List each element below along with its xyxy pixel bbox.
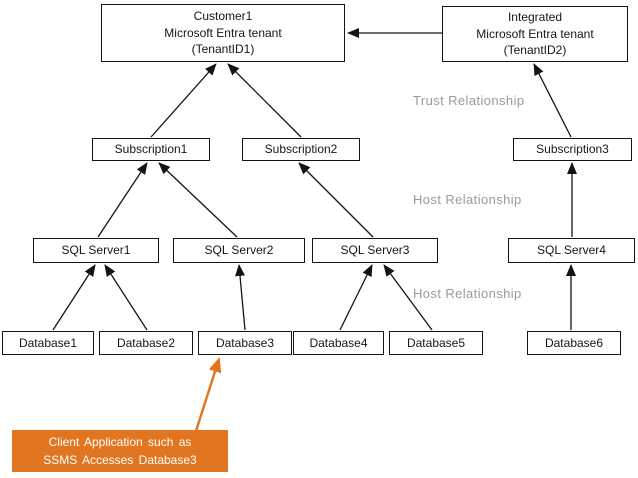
node-sqlserver3: SQL Server3	[312, 238, 438, 263]
node-tenant-customer1: Customer1 Microsoft Entra tenant (Tenant…	[101, 4, 345, 62]
node-subscription2: Subscription2	[242, 138, 360, 161]
tenant-integrated-line3: (TenantID2)	[503, 43, 567, 58]
node-sqlserver1: SQL Server1	[33, 238, 159, 263]
arrow-sqlserver3-to-subscription2	[298, 162, 374, 238]
node-tenant-integrated: Integrated Microsoft Entra tenant (Tenan…	[442, 6, 628, 62]
label-host-relationship-upper: Host Relationship	[413, 192, 522, 207]
callout-line1: Client Application such as	[48, 435, 192, 449]
arrow-subscription3-to-integrated-trust	[533, 63, 572, 138]
arrow-sqlserver2-to-subscription1	[158, 162, 238, 238]
node-subscription1: Subscription1	[92, 138, 210, 161]
node-database4: Database4	[293, 331, 384, 355]
tenant-customer1-line3: (TenantID1)	[191, 42, 255, 57]
node-database6: Database6	[527, 331, 621, 355]
arrow-database1-to-sqlserver1	[52, 264, 96, 331]
label-host-relationship-lower: Host Relationship	[413, 286, 522, 301]
node-sqlserver2: SQL Server2	[173, 238, 305, 263]
arrow-database2-to-sqlserver1	[104, 264, 148, 331]
callout-line2: SSMS Accesses Database3	[43, 453, 197, 467]
node-subscription3: Subscription3	[513, 138, 632, 161]
arrow-callout-to-database3	[194, 357, 222, 432]
arrow-sqlserver1-to-subscription1	[97, 162, 148, 238]
arrow-database4-to-sqlserver3	[339, 264, 373, 331]
node-sqlserver4: SQL Server4	[508, 238, 635, 263]
arrow-subscription2-to-customer1	[227, 63, 302, 138]
tenant-customer1-line2: Microsoft Entra tenant	[164, 25, 282, 40]
tenant-customer1-line1: Customer1	[193, 8, 253, 23]
arrow-subscription1-to-customer1	[150, 63, 217, 138]
tenant-integrated-line2: Microsoft Entra tenant	[476, 26, 594, 41]
arrow-database3-to-sqlserver2	[235, 264, 246, 331]
label-trust-relationship: Trust Relationship	[413, 93, 525, 108]
node-database3: Database3	[198, 331, 292, 355]
node-database5: Database5	[389, 331, 483, 355]
client-application-callout: Client Application such as SSMS Accesses…	[12, 430, 228, 472]
node-database1: Database1	[2, 331, 94, 355]
tenant-integrated-line1: Integrated	[507, 9, 563, 24]
node-database2: Database2	[99, 331, 193, 355]
